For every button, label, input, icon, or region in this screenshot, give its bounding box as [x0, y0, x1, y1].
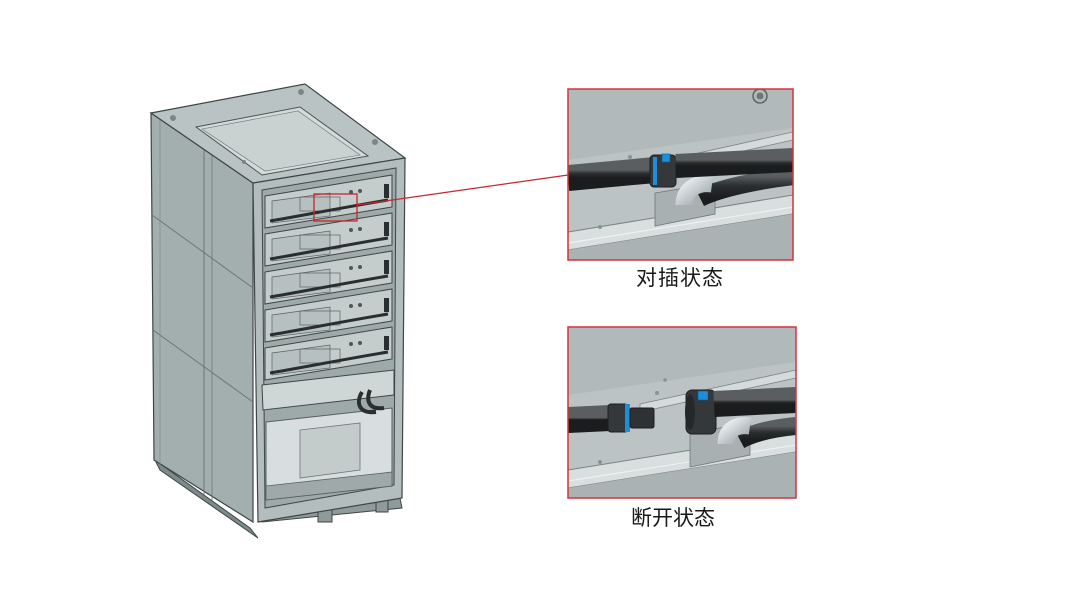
detail-disconnected — [567, 326, 797, 499]
battery-module — [264, 174, 393, 229]
battery-module — [264, 326, 393, 381]
battery-cabinet — [149, 83, 407, 539]
cabinet-lower-bay — [261, 369, 395, 501]
battery-module — [264, 288, 393, 343]
detail-connected — [567, 88, 794, 261]
callout-leader-line — [356, 174, 569, 206]
battery-modules — [264, 174, 393, 381]
cabinet-top — [149, 83, 407, 184]
battery-module — [264, 212, 393, 267]
caption-connected: 对插状态 — [636, 266, 724, 290]
caption-disconnected: 断开状态 — [631, 506, 715, 530]
cabinet-highlight-box — [313, 193, 358, 222]
battery-module — [264, 250, 393, 305]
cabinet-side-panel — [150, 111, 254, 524]
